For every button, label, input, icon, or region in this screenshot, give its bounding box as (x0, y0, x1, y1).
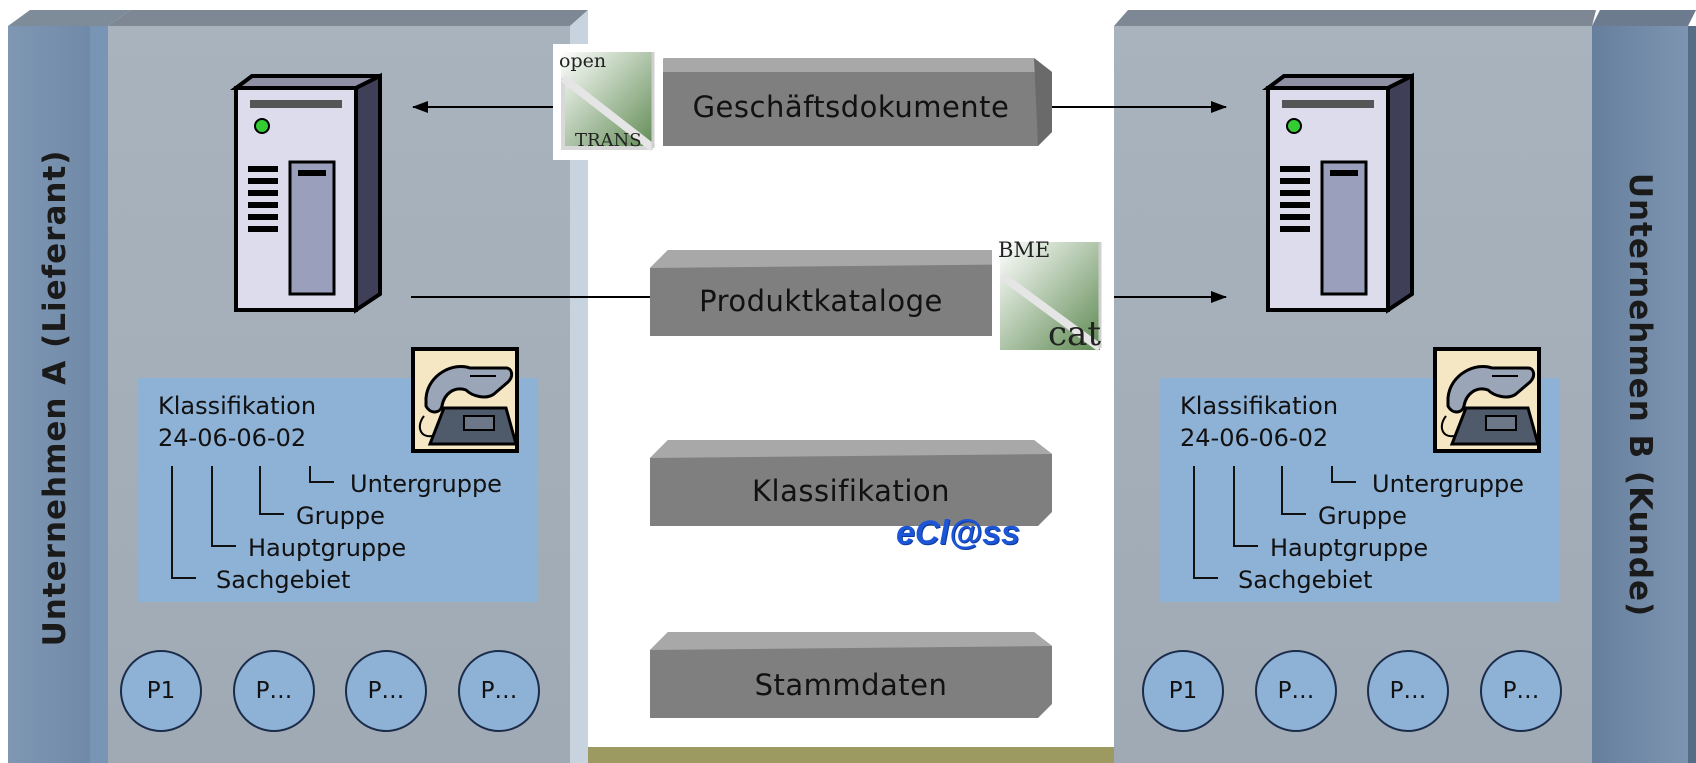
opentrans-logo-top-text: open (559, 50, 607, 72)
business-documents-bar: Geschäftsdokumente (650, 58, 1052, 146)
product-circle-right-4: P… (1480, 650, 1562, 732)
server-icon-left (230, 72, 382, 314)
product-circle-left-3: P… (345, 650, 427, 732)
classification-level-right-1: Untergruppe (1372, 470, 1524, 498)
classification-tree-lines-right (1193, 466, 1356, 579)
classification-level-left-1: Untergruppe (350, 470, 502, 498)
classification-title-right: Klassifikation (1180, 392, 1339, 420)
product-circle-right-3: P… (1367, 650, 1449, 732)
classification-level-right-3: Hauptgruppe (1270, 534, 1429, 562)
opentrans-logo-bottom-text: TRANS (575, 130, 642, 151)
classification-level-left-4: Sachgebiet (216, 566, 351, 594)
product-catalogs-label: Produktkataloge (699, 284, 943, 318)
product-catalogs-bar: Produktkataloge (650, 250, 1052, 336)
classification-tree-lines-left (171, 466, 334, 579)
bmecat-logo-top-text: BME (998, 238, 1051, 262)
classification-label: Klassifikation (752, 474, 950, 508)
business-documents-label: Geschäftsdokumente (692, 90, 1010, 124)
classification-bar: Klassifikation (650, 440, 1052, 526)
master-data-bar: Stammdaten (650, 632, 1052, 718)
eclass-logo: eCl@ss (896, 514, 1020, 552)
server-icon-right (1262, 72, 1414, 314)
classification-level-left-2: Gruppe (296, 502, 385, 530)
product-circle-left-2: P… (233, 650, 315, 732)
classification-code-right: 24-06-06-02 (1180, 424, 1329, 452)
product-circle-right-2: P… (1255, 650, 1337, 732)
classification-level-right-2: Gruppe (1318, 502, 1407, 530)
telephone-icon-left (411, 347, 519, 453)
classification-code-left: 24-06-06-02 (158, 424, 307, 452)
opentrans-logo: open TRANS (553, 44, 663, 160)
telephone-icon-right (1433, 347, 1541, 453)
product-circle-left-4: P… (458, 650, 540, 732)
bmecat-logo-bottom-text: cat (1048, 314, 1101, 354)
master-data-label: Stammdaten (754, 668, 948, 702)
bmecat-logo: BME cat (992, 236, 1110, 358)
classification-level-right-4: Sachgebiet (1238, 566, 1373, 594)
product-circle-right-1: P1 (1142, 650, 1224, 732)
classification-level-left-3: Hauptgruppe (248, 534, 407, 562)
classification-title-left: Klassifikation (158, 392, 317, 420)
product-circle-left-1: P1 (120, 650, 202, 732)
